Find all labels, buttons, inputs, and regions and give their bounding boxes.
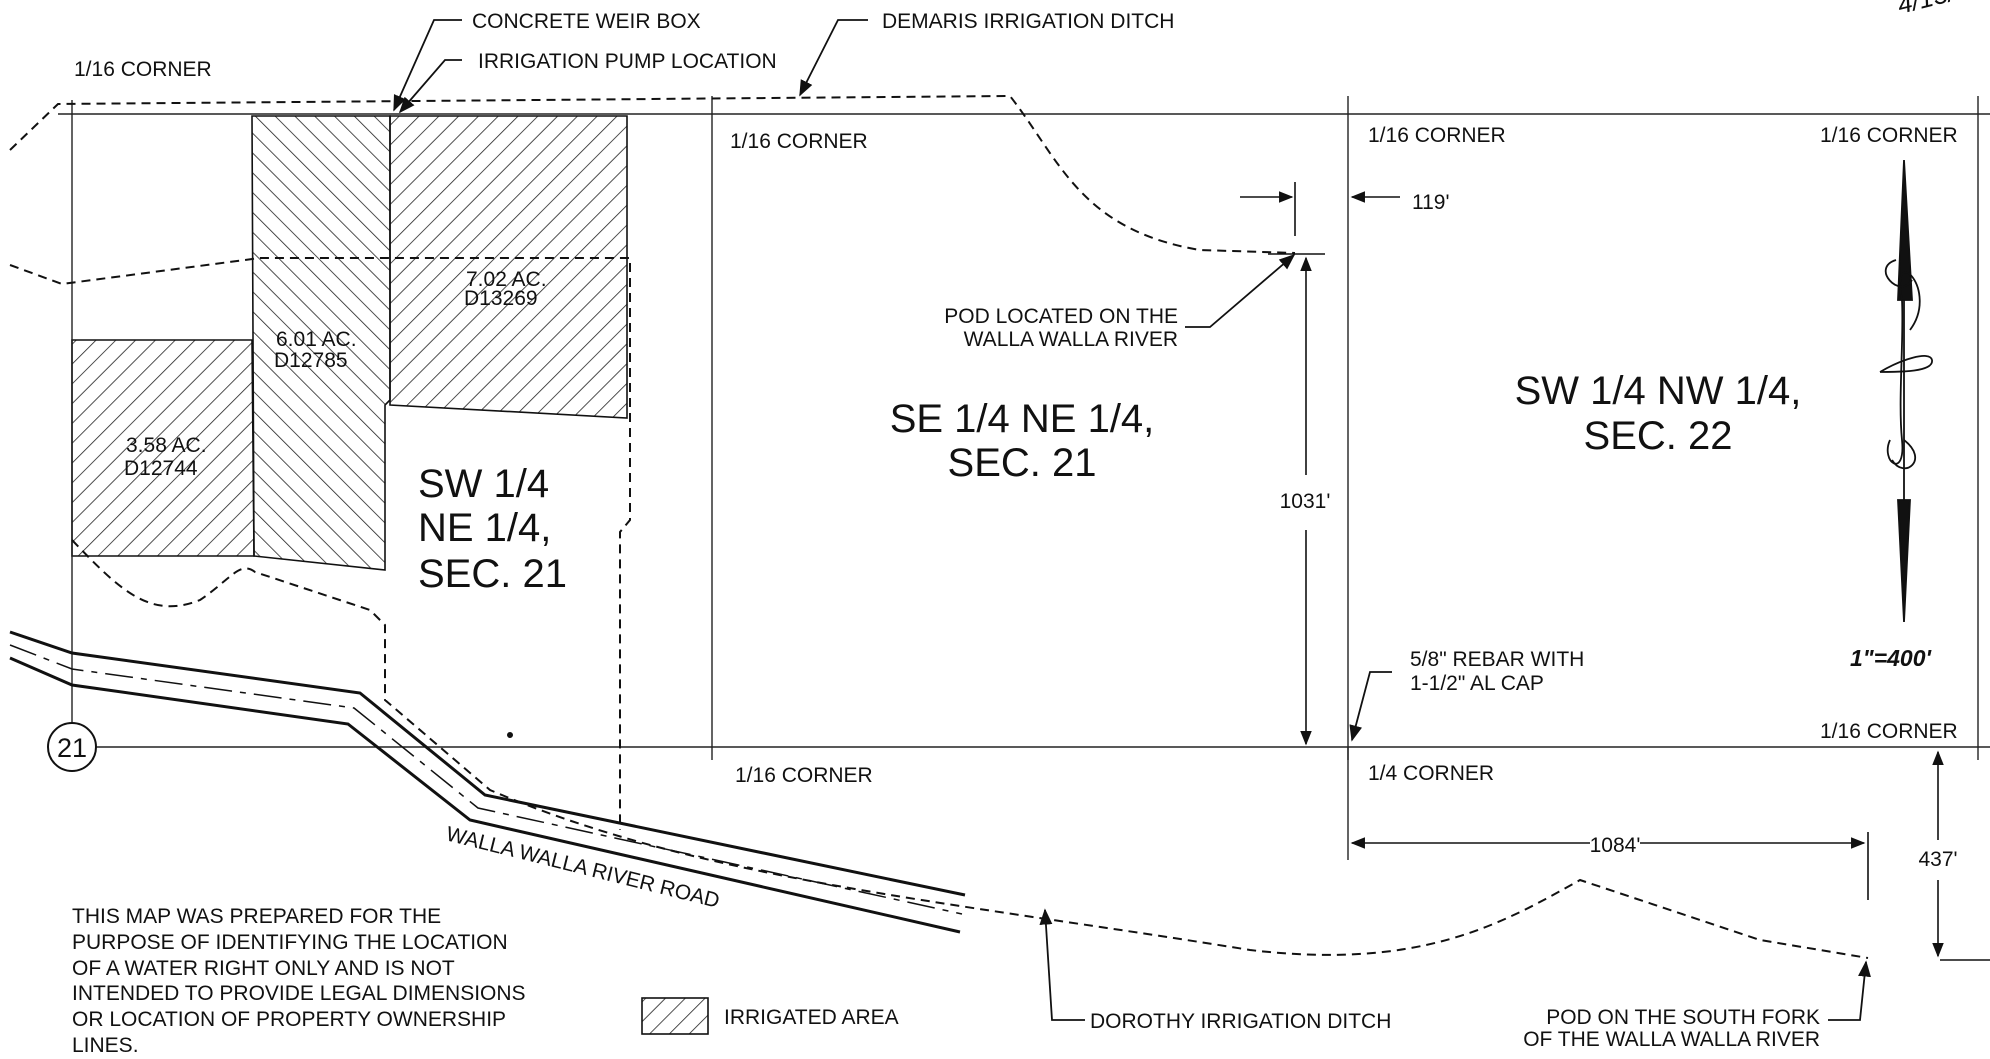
disclaimer-line: PURPOSE OF IDENTIFYING THE LOCATION [72, 930, 508, 954]
section-lines [58, 96, 1990, 860]
dashed-boundaries [9, 94, 1869, 959]
section-se-ne-line1: SE 1/4 NE 1/4, [890, 397, 1155, 441]
parcel-d12785-id: D12785 [274, 349, 348, 372]
disclaimer-line: THIS MAP WAS PREPARED FOR THE [72, 905, 442, 928]
section-sw-nw-line2: SEC. 22 [1584, 414, 1733, 458]
corner-top-mid-label: 1/16 CORNER [730, 130, 868, 153]
scale-label: 1"=400' [1850, 645, 1933, 671]
disclaimer-line: OR LOCATION OF PROPERTY OWNERSHIP [72, 1008, 507, 1032]
parcel-d13269-acres: 7.02 AC. [466, 268, 547, 291]
parcel-d13269-area [389, 115, 628, 419]
parcel-d12744-id: D12744 [124, 457, 198, 480]
section-sw-ne-line3: SEC. 21 [418, 552, 567, 596]
corner-top-left-label: 1/16 CORNER [74, 58, 212, 81]
handwritten-date: 4/13/0 [1894, 0, 1972, 20]
disclaimer-line: INTENDED TO PROVIDE LEGAL DIMENSIONS [72, 982, 526, 1006]
north-arrow-icon [1879, 159, 1933, 623]
section-sw-ne-line2: NE 1/4, [418, 506, 551, 550]
disclaimer-note: THIS MAP WAS PREPARED FOR THE PURPOSE OF… [72, 904, 592, 1059]
corner-top-right-a-label: 1/16 CORNER [1368, 124, 1506, 147]
rebar-label-line2: 1-1/2" AL CAP [1410, 672, 1544, 695]
leader-lines [393, 19, 1871, 1021]
dimension-1031: 1031' [1280, 490, 1331, 513]
corner-right-bottom-label: 1/16 CORNER [1820, 720, 1958, 743]
pump-dot [507, 732, 513, 738]
pod-label-line1: POD LOCATED ON THE [944, 305, 1178, 328]
disclaimer-line: LINES. [72, 1033, 139, 1057]
inner-boundary-line [9, 257, 631, 830]
corner-mid-bottom-label: 1/16 CORNER [735, 764, 873, 787]
pod-south-line2: OF THE WALLA WALLA RIVER [1523, 1028, 1820, 1051]
quarter-corner-label: 1/4 CORNER [1368, 762, 1494, 785]
section-number: 21 [57, 733, 87, 763]
dorothy-ditch-label: DOROTHY IRRIGATION DITCH [1090, 1010, 1391, 1033]
section-se-ne-line2: SEC. 21 [948, 441, 1097, 485]
parcel-d12744-acres: 3.58 AC. [126, 434, 207, 457]
dimension-1084: 1084' [1590, 834, 1641, 857]
concrete-weir-box-label: CONCRETE WEIR BOX [472, 10, 701, 33]
demaris-ditch-label: DEMARIS IRRIGATION DITCH [882, 10, 1174, 33]
rebar-label-line1: 5/8" REBAR WITH [1410, 648, 1584, 671]
parcel-d13269-id: D13269 [464, 287, 538, 310]
legend-swatch [641, 997, 709, 1035]
dimension-lines [1240, 182, 1990, 961]
disclaimer-line: OF A WATER RIGHT ONLY AND IS NOT [72, 956, 455, 980]
demaris-ditch-line [9, 94, 1296, 254]
pod-south-line1: POD ON THE SOUTH FORK [1546, 1006, 1820, 1029]
section-sw-nw-line1: SW 1/4 NW 1/4, [1515, 369, 1802, 413]
corner-top-right-b-label: 1/16 CORNER [1820, 124, 1958, 147]
section-sw-ne-line1: SW 1/4 [418, 462, 549, 506]
walla-walla-river-road [9, 630, 966, 934]
pod-label-line2: WALLA WALLA RIVER [964, 328, 1178, 351]
dimension-437: 437' [1918, 848, 1957, 871]
section-number-circle [47, 722, 97, 772]
parcel-d12785-acres: 6.01 AC. [276, 328, 357, 351]
irrigation-pump-label: IRRIGATION PUMP LOCATION [478, 50, 777, 73]
legend-label: IRRIGATED AREA [724, 1006, 899, 1029]
south-boundary-line [71, 539, 1869, 959]
irrigated-parcels [71, 115, 628, 571]
dimension-119: 119' [1412, 191, 1450, 214]
